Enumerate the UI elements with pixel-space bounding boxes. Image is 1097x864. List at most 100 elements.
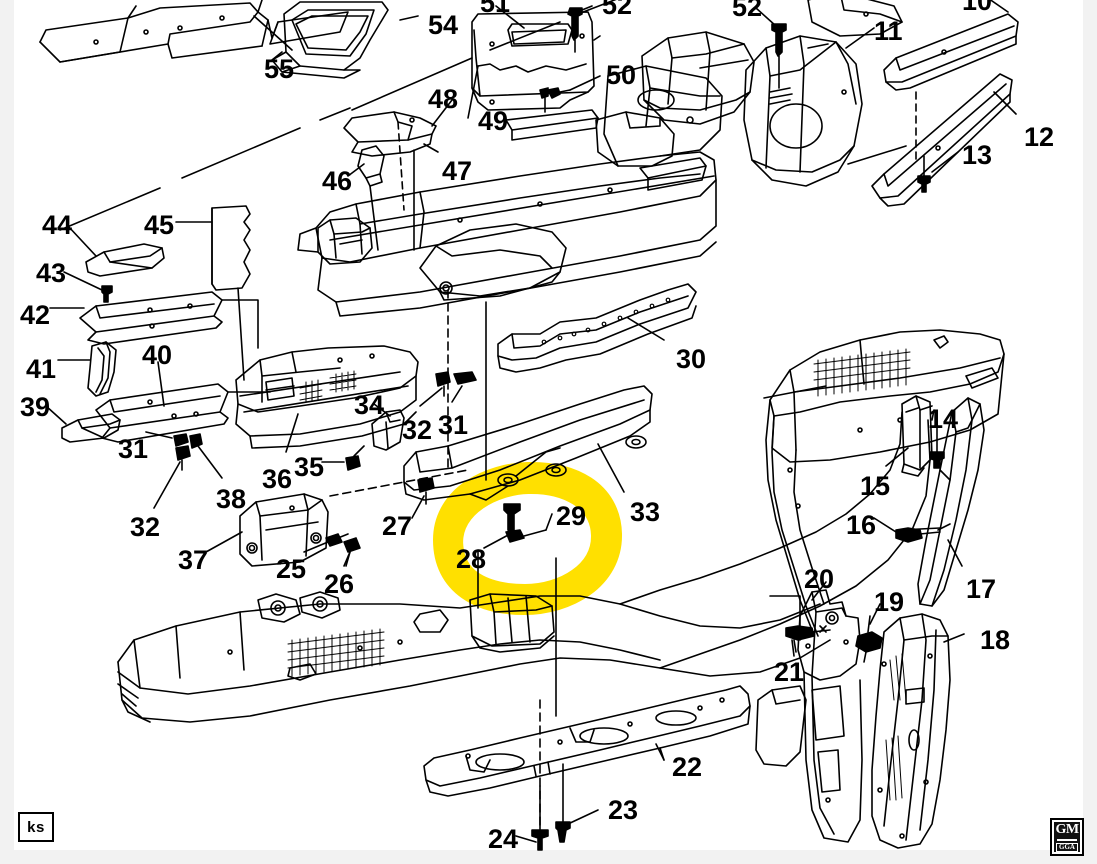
part-16-bolt [895,527,941,543]
leader-52-left [581,5,593,11]
ks-initials-stamp: ks [18,812,54,842]
leader-12 [993,91,1017,115]
leader-42-right [221,299,259,349]
leader-15 [885,447,909,467]
part-31-clip-upper [453,371,477,385]
leader-32-left [153,461,181,509]
callout-14: 14 [928,404,959,434]
callout-55: 55 [264,54,295,84]
part-10-partial [807,0,903,37]
part-23-bolt [555,763,571,843]
part-11-panel [743,35,863,187]
part-38-clip [189,433,203,449]
callout-32-upper: 32 [402,415,433,445]
callout-38: 38 [216,484,247,514]
leader-33 [597,443,625,493]
callout-29: 29 [556,501,587,531]
lower-frame-rail [117,411,931,723]
leader-39 [45,405,67,425]
part-27-clip [417,477,435,505]
part-54-plate [271,1,389,79]
leader-17 [947,539,963,567]
callout-41: 41 [26,354,57,384]
callout-33: 33 [630,497,661,527]
part-12-rail [871,73,1013,207]
leader-46 [347,163,365,177]
callout-47: 47 [442,156,473,186]
callout-27: 27 [382,511,413,541]
part-32-clip-left [175,445,191,471]
callout-36: 36 [262,464,293,494]
part-29-pin [505,529,547,543]
gm-logo-word: GM [1055,821,1079,837]
leader-51 [495,5,525,29]
part-19-fastener [855,615,883,663]
part-22-brace [423,685,751,797]
leader-36 [285,413,299,453]
part-52-bolt-right [771,23,787,89]
leader-31-left [145,431,173,439]
callout-46: 46 [322,166,353,196]
part-49-plate [505,87,599,141]
callout-52-right: 52 [732,0,763,22]
leader-28 [483,533,511,549]
callout-13: 13 [962,140,993,170]
leader-13 [931,151,959,173]
leader-40 [157,361,165,407]
part-50-panel [641,31,755,125]
part-32-clip-upper [435,371,451,397]
centerline-upper [351,0,617,111]
centerline-48 [397,121,405,211]
leader-11 [845,27,875,49]
callout-21: 21 [774,657,805,687]
part-35-clip [345,445,365,471]
callout-45: 45 [144,210,175,240]
part-13-bolt [917,155,931,193]
part-48-bracket [343,111,437,157]
callout-43: 43 [36,258,67,288]
part-25-stud [325,533,349,547]
leader-38 [197,445,223,479]
part-30-rail [497,283,697,373]
part-31-clip-left [173,433,189,447]
leader-43 [63,271,103,291]
gm-logo-rule [1056,838,1078,841]
part-37-bracket [239,493,329,567]
callout-40: 40 [142,340,173,370]
leader-49 [467,65,479,119]
part-41-piece [87,341,117,397]
diagram-page [14,0,1083,850]
callout-15: 15 [860,471,891,501]
leader-37 [205,531,243,553]
callout-32-left: 32 [130,512,161,542]
callout-34: 34 [354,390,385,420]
callout-35: 35 [294,452,325,482]
leader-50 [569,75,601,91]
part-51-panel [471,11,601,111]
part-55-bracket [39,0,349,63]
callout-30: 30 [676,344,707,374]
leader-30 [627,317,665,341]
callout-42: 42 [20,300,51,330]
leader-19 [869,603,881,625]
leader-14 [931,409,935,421]
part-46-clip [357,145,385,251]
leader-45-down [237,287,245,381]
leader-44 [67,225,97,257]
leader-23 [567,809,599,825]
leader-25 [303,541,329,553]
leader-54 [399,15,419,21]
part-17-panel [917,397,985,607]
part-42-panel [79,291,223,345]
gm-logo-inner: GM GGA [1054,822,1080,852]
callout-16: 16 [846,510,877,540]
part-52-bolt-left [567,7,583,53]
callout-17: 17 [966,574,997,604]
leader-21 [793,639,797,653]
callout-23: 23 [608,795,639,825]
part-43-bolt [101,285,113,303]
leader-29 [545,513,553,531]
callout-24: 24 [488,824,519,854]
callout-25: 25 [276,554,307,584]
